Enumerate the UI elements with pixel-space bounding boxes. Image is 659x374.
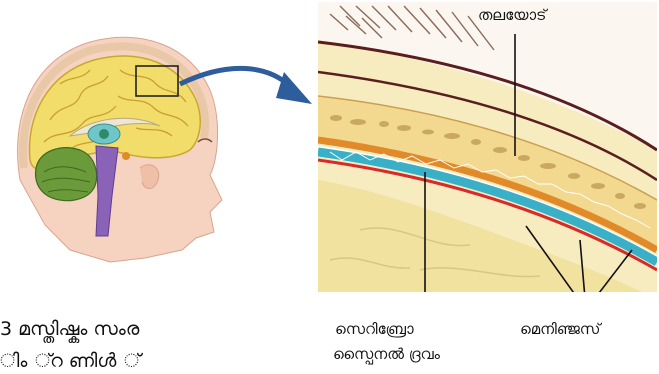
label-meninges: മെനിഞ്ജസ്: [520, 320, 600, 338]
head-illustration: [18, 37, 222, 262]
cerebellum: [36, 148, 97, 201]
label-csf-line2: സ്പൈനൽ ദ്രവം: [333, 345, 440, 363]
zoomed-section: [318, 2, 657, 312]
body-text-line1: 3 മസ്തിഷ്കം സംര: [0, 318, 139, 340]
label-csf-line1: സെറിബ്രോ: [335, 320, 414, 338]
body-text-line2: ിം ്റ ണിൾ ്: [0, 350, 141, 372]
label-skull: തലയോട്: [478, 6, 546, 24]
